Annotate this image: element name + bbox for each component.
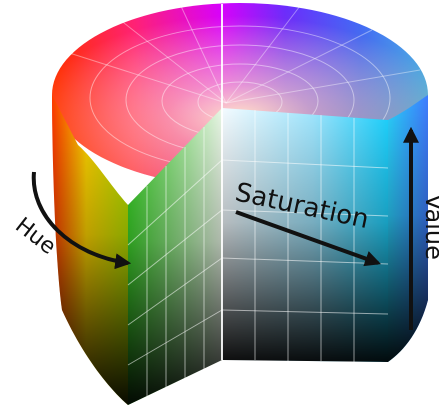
cut-face-left [127, 108, 223, 405]
hue-label: Hue [10, 213, 60, 260]
value-label: Value [420, 194, 439, 260]
right-outer-wall [388, 95, 428, 362]
hue-arrow-icon [31, 171, 132, 270]
left-outer-wall [52, 95, 128, 405]
saturation-arrow-icon [235, 210, 382, 267]
